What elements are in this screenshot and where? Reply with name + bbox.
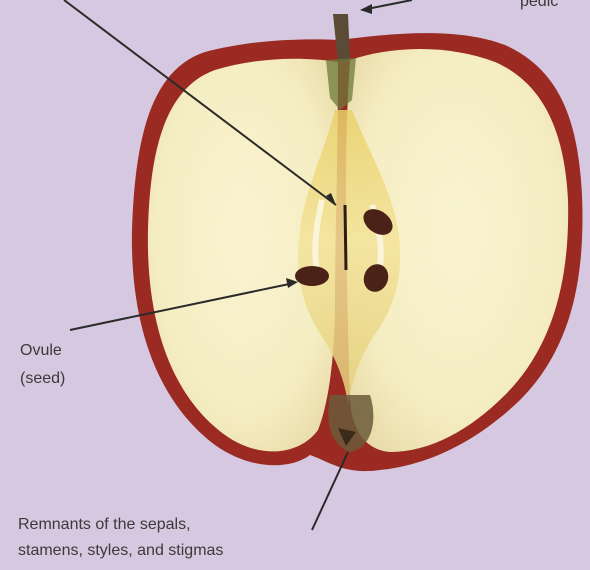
leader-line-remnants [312,452,348,530]
remnants-label-line1: Remnants of the sepals, [18,514,191,536]
ovule-label-line1: Ovule [20,340,62,362]
leader-arrow-pedicel [360,4,372,14]
pedicel-label-partial: pedic [520,0,558,13]
ovule-label-line2: (seed) [20,368,65,390]
remnants-label-line2: stamens, styles, and stigmas [18,540,223,562]
seed-left [295,266,329,286]
core-center-line [345,205,346,270]
